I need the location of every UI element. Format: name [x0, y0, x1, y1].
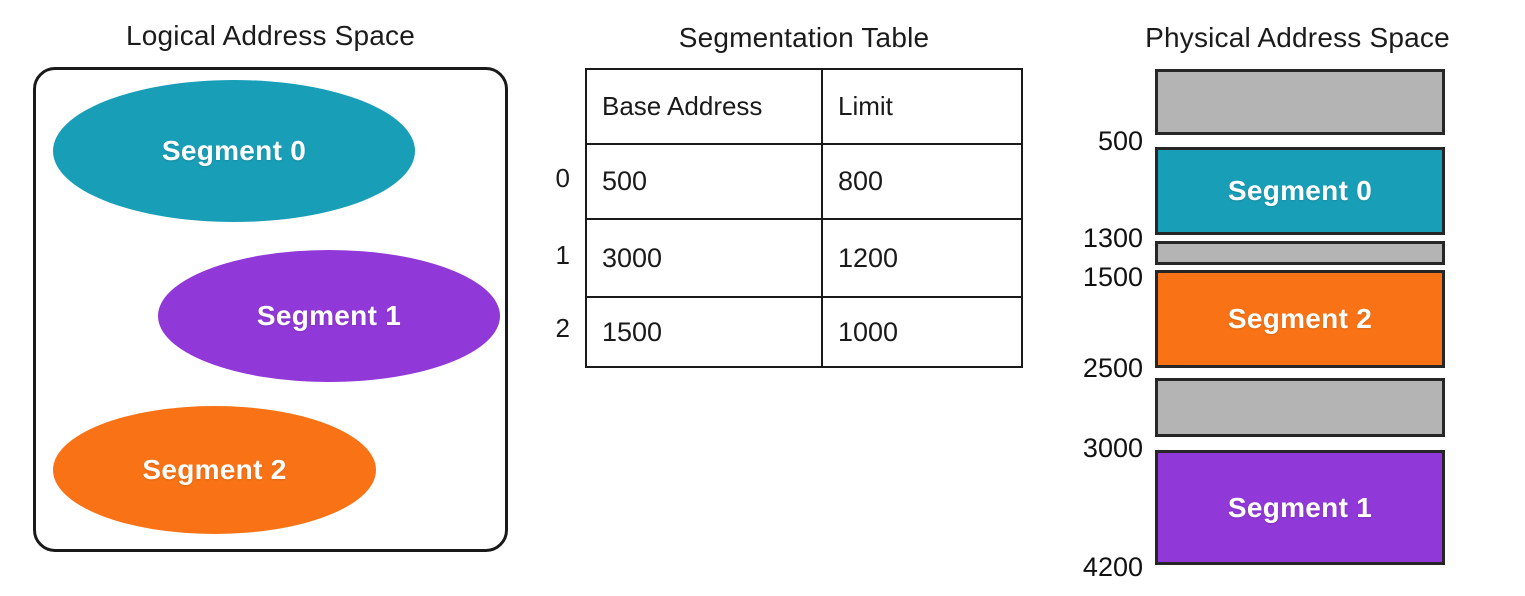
table-header-limit: Limit	[821, 70, 1021, 143]
physical-segment-1-label: Segment 1	[1227, 491, 1373, 523]
segmentation-table-title: Segmentation Table	[678, 22, 930, 53]
logical-segment-0-ellipse: Segment 0	[53, 80, 415, 222]
physical-address-4200: 4200	[1082, 552, 1143, 582]
table-cell-base-2: 1500	[587, 296, 821, 366]
logical-segment-1-ellipse: Segment 1	[158, 250, 500, 382]
table-cell-limit-1: 1200	[821, 218, 1021, 296]
physical-segment-2-label: Segment 2	[1227, 303, 1373, 334]
table-row-index-1: 1	[555, 240, 570, 270]
physical-block-segment-2: Segment 2	[1155, 270, 1445, 368]
logical-segment-2-ellipse: Segment 2	[53, 406, 376, 534]
table-row-index-0: 0	[555, 163, 570, 193]
physical-address-1300: 1300	[1082, 223, 1143, 253]
physical-block-free-low	[1155, 378, 1445, 437]
physical-address-2500: 2500	[1082, 353, 1143, 383]
table-cell-base-1: 3000	[587, 218, 821, 296]
table-cell-base-0: 500	[587, 143, 821, 218]
physical-block-segment-1: Segment 1	[1155, 450, 1445, 565]
table-cell-limit-0: 800	[821, 143, 1021, 218]
logical-segment-1-label: Segment 1	[256, 300, 402, 331]
table-header-base-address: Base Address	[602, 91, 763, 121]
physical-address-3000: 3000	[1082, 433, 1143, 463]
physical-address-space-title: Physical Address Space	[1145, 22, 1450, 53]
table-row-index-2: 2	[555, 313, 570, 343]
physical-block-segment-0: Segment 0	[1155, 147, 1445, 235]
physical-address-1500: 1500	[1082, 262, 1143, 292]
physical-address-500: 500	[1097, 126, 1143, 156]
logical-address-space-container: Segment 0 Segment 1 Segment 2	[33, 67, 508, 552]
segmentation-table: Base Address Limit 500 800 3000 1200 150…	[585, 68, 1023, 368]
physical-block-free-mid	[1155, 241, 1445, 265]
table-cell-limit-2: 1000	[821, 296, 1021, 366]
logical-address-space-title: Logical Address Space	[125, 20, 416, 51]
physical-block-free-top	[1155, 69, 1445, 135]
logical-segment-0-label: Segment 0	[161, 135, 307, 166]
logical-segment-2-label: Segment 2	[142, 454, 287, 485]
physical-segment-0-label: Segment 0	[1227, 175, 1373, 206]
